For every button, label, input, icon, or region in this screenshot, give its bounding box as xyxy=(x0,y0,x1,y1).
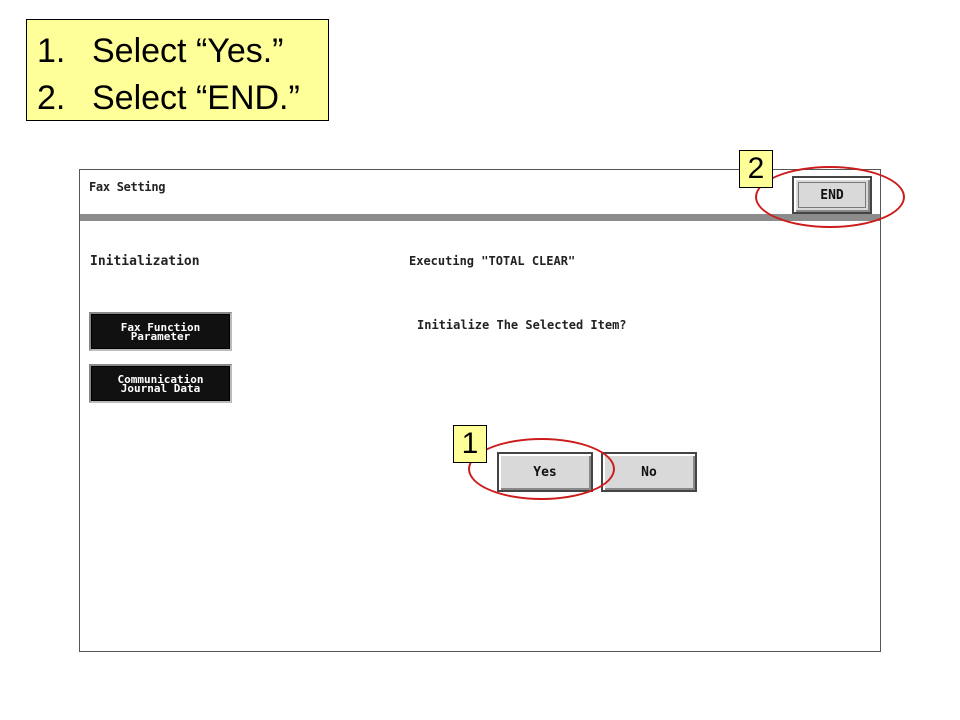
step-number: 2. xyxy=(37,79,66,117)
status-text: Executing "TOTAL CLEAR" xyxy=(409,254,576,268)
communication-journal-data-button[interactable]: Communication Journal Data xyxy=(89,364,232,403)
header-divider xyxy=(80,214,880,221)
fax-function-parameter-button[interactable]: Fax Function Parameter xyxy=(89,312,232,351)
step-text: Select “END.” xyxy=(92,79,300,117)
no-button[interactable]: No xyxy=(601,452,697,492)
instructions-box: 1. Select “Yes.” 2. Select “END.” xyxy=(26,19,329,121)
screen-title: Fax Setting xyxy=(89,180,166,194)
step-number: 1. xyxy=(37,32,66,70)
step-2-callout: 2 xyxy=(739,150,773,188)
end-button[interactable]: END xyxy=(792,176,872,214)
yes-button[interactable]: Yes xyxy=(497,452,593,492)
section-title: Initialization xyxy=(90,254,200,269)
instruction-list: 1. Select “Yes.” 2. Select “END.” xyxy=(37,28,328,122)
fax-setting-screen: Fax Setting END Initialization Executing… xyxy=(79,169,881,652)
instruction-step: 2. Select “END.” xyxy=(37,75,328,122)
step-1-callout: 1 xyxy=(453,425,487,463)
step-text: Select “Yes.” xyxy=(92,32,284,70)
confirmation-question: Initialize The Selected Item? xyxy=(417,318,627,332)
instruction-step: 1. Select “Yes.” xyxy=(37,28,328,75)
